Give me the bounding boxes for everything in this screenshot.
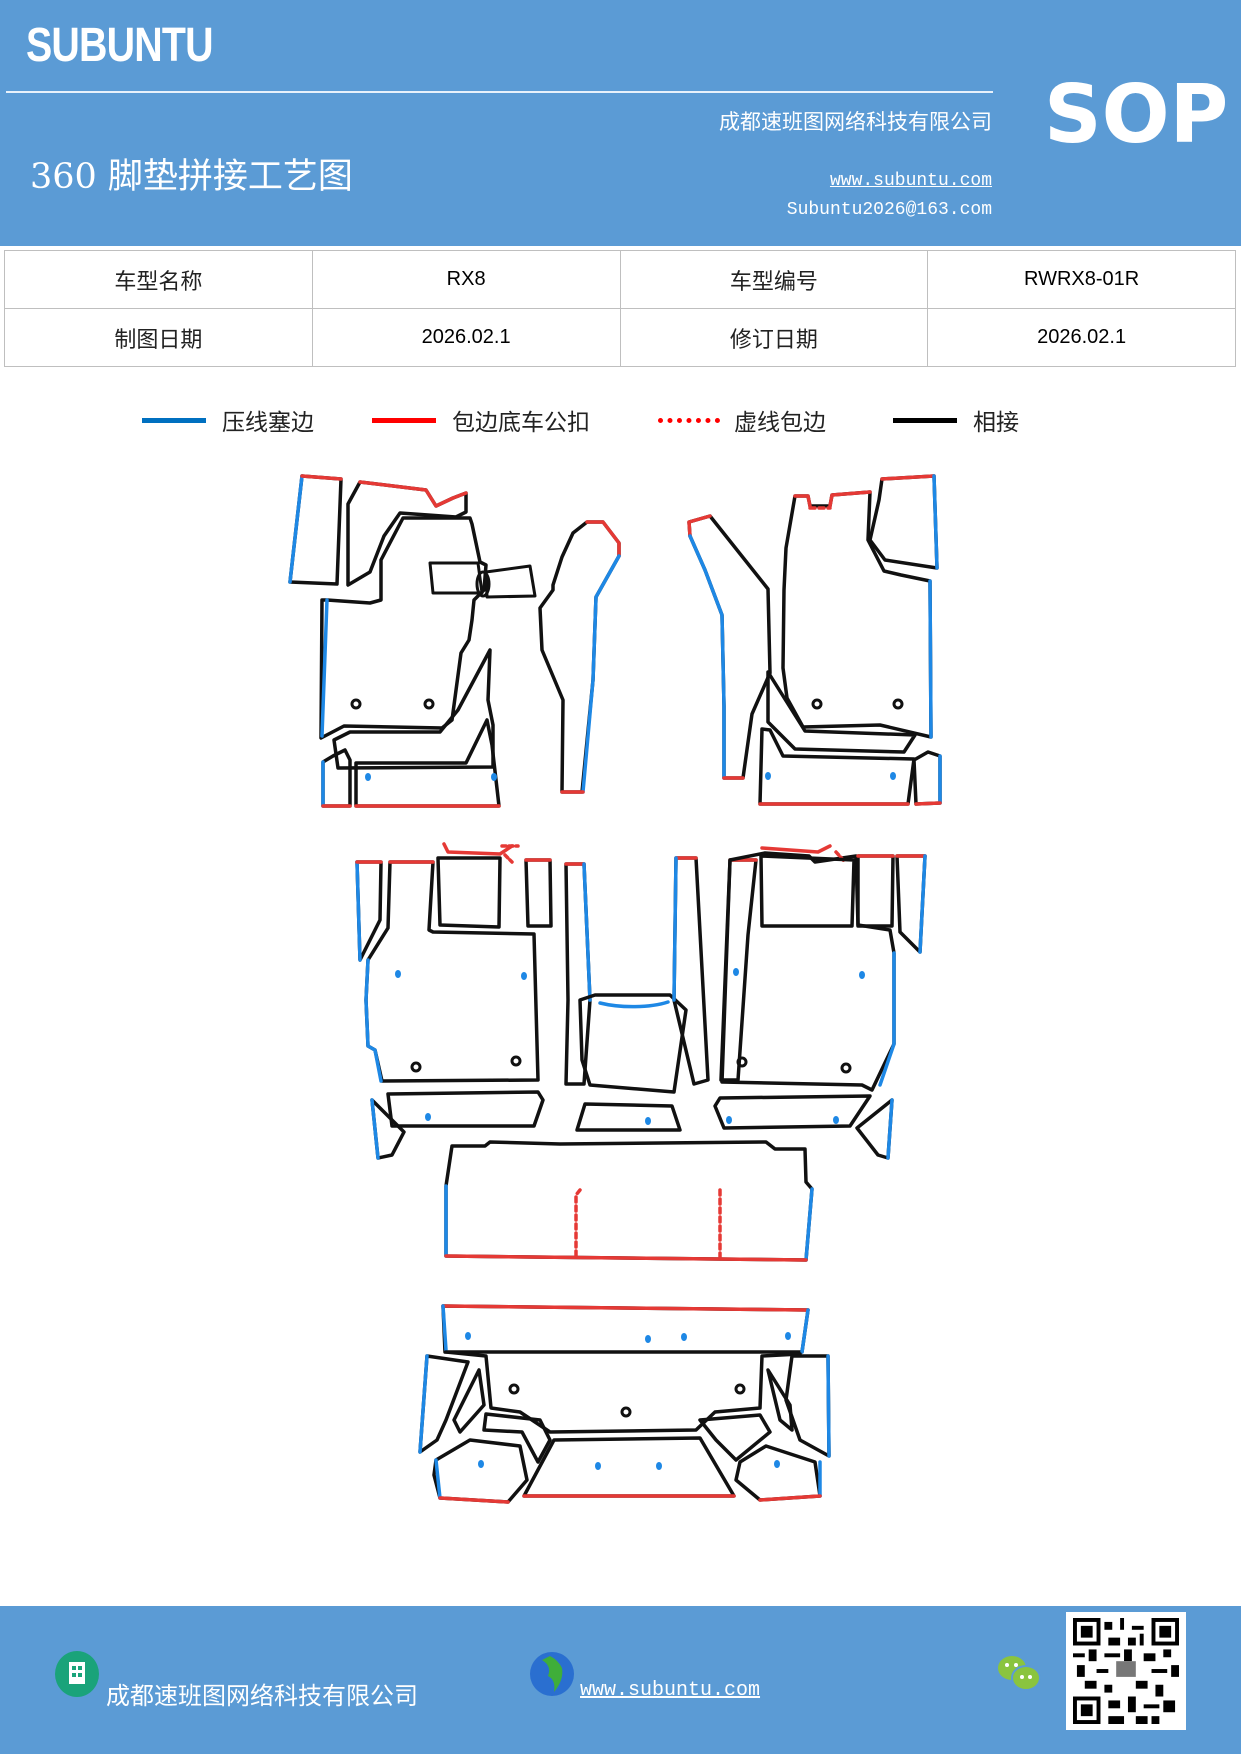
legend-label: 包边底车公扣 — [452, 410, 590, 436]
value-draw-date: 2026.02.1 — [311, 308, 621, 367]
footer-company: 成都速班图网络科技有限公司 — [106, 1682, 418, 1710]
trunk-section — [418, 1304, 831, 1504]
legend-label: 压线塞边 — [222, 410, 314, 436]
building-icon — [55, 1651, 99, 1697]
black-line-icon — [893, 417, 957, 423]
front-left-section — [288, 474, 621, 808]
vehicle-info-table: 车型名称 RX8 车型编号 RWRX8-01R 制图日期 2026.02.1 修… — [4, 250, 1236, 367]
label-revision-date: 修订日期 — [619, 308, 929, 367]
footer-banner: 成都速班图网络科技有限公司 www.subuntu.com — [0, 1606, 1241, 1754]
rear-center-section — [444, 1140, 814, 1262]
page-title: 360 脚垫拼接工艺图 — [30, 157, 353, 197]
value-model-name: RX8 — [311, 250, 621, 309]
legend-item-seam: 压线塞边 — [142, 400, 314, 440]
wechat-icon — [998, 1656, 1041, 1691]
brand-logo: SUBUNTU — [26, 19, 213, 72]
blue-line-icon — [142, 417, 206, 423]
label-model-code: 车型编号 — [619, 250, 929, 309]
legend-label: 虚线包边 — [734, 410, 826, 436]
qr-code — [1066, 1612, 1186, 1730]
legend: 压线塞边 包边底车公扣 虚线包边 相接 — [0, 400, 1241, 440]
table-row: 制图日期 2026.02.1 修订日期 2026.02.1 — [4, 308, 1236, 367]
label-draw-date: 制图日期 — [4, 308, 313, 367]
legend-item-joint: 相接 — [893, 400, 1019, 440]
value-revision-date: 2026.02.1 — [927, 308, 1236, 367]
legend-label: 相接 — [973, 410, 1019, 436]
globe-icon — [530, 1652, 574, 1696]
qr-code-pattern — [1073, 1618, 1179, 1724]
red-dotted-line-icon — [658, 417, 720, 423]
red-line-icon — [372, 417, 436, 423]
legend-item-dotted: 虚线包边 — [658, 400, 826, 440]
website-link[interactable]: www.subuntu.com — [829, 171, 992, 191]
footer-website-link[interactable]: www.subuntu.com — [580, 1679, 761, 1702]
value-model-code: RWRX8-01R — [927, 250, 1236, 309]
header-divider — [6, 91, 993, 93]
center-tunnel-section — [575, 856, 710, 1132]
floor-mat-diagram — [288, 474, 942, 1504]
label-model-name: 车型名称 — [4, 250, 313, 309]
second-row-left-section — [355, 842, 592, 1160]
table-row: 车型名称 RX8 车型编号 RWRX8-01R — [4, 250, 1236, 309]
front-right-section — [687, 474, 942, 806]
email-text: Subuntu2026@163.com — [786, 200, 992, 220]
second-row-right-section — [713, 844, 927, 1160]
sop-badge: SOP — [1044, 68, 1229, 161]
legend-item-edge: 包边底车公扣 — [372, 400, 590, 440]
company-name: 成都速班图网络科技有限公司 — [719, 110, 992, 134]
header-banner: SUBUNTU 360 脚垫拼接工艺图 成都速班图网络科技有限公司 www.su… — [0, 0, 1241, 246]
